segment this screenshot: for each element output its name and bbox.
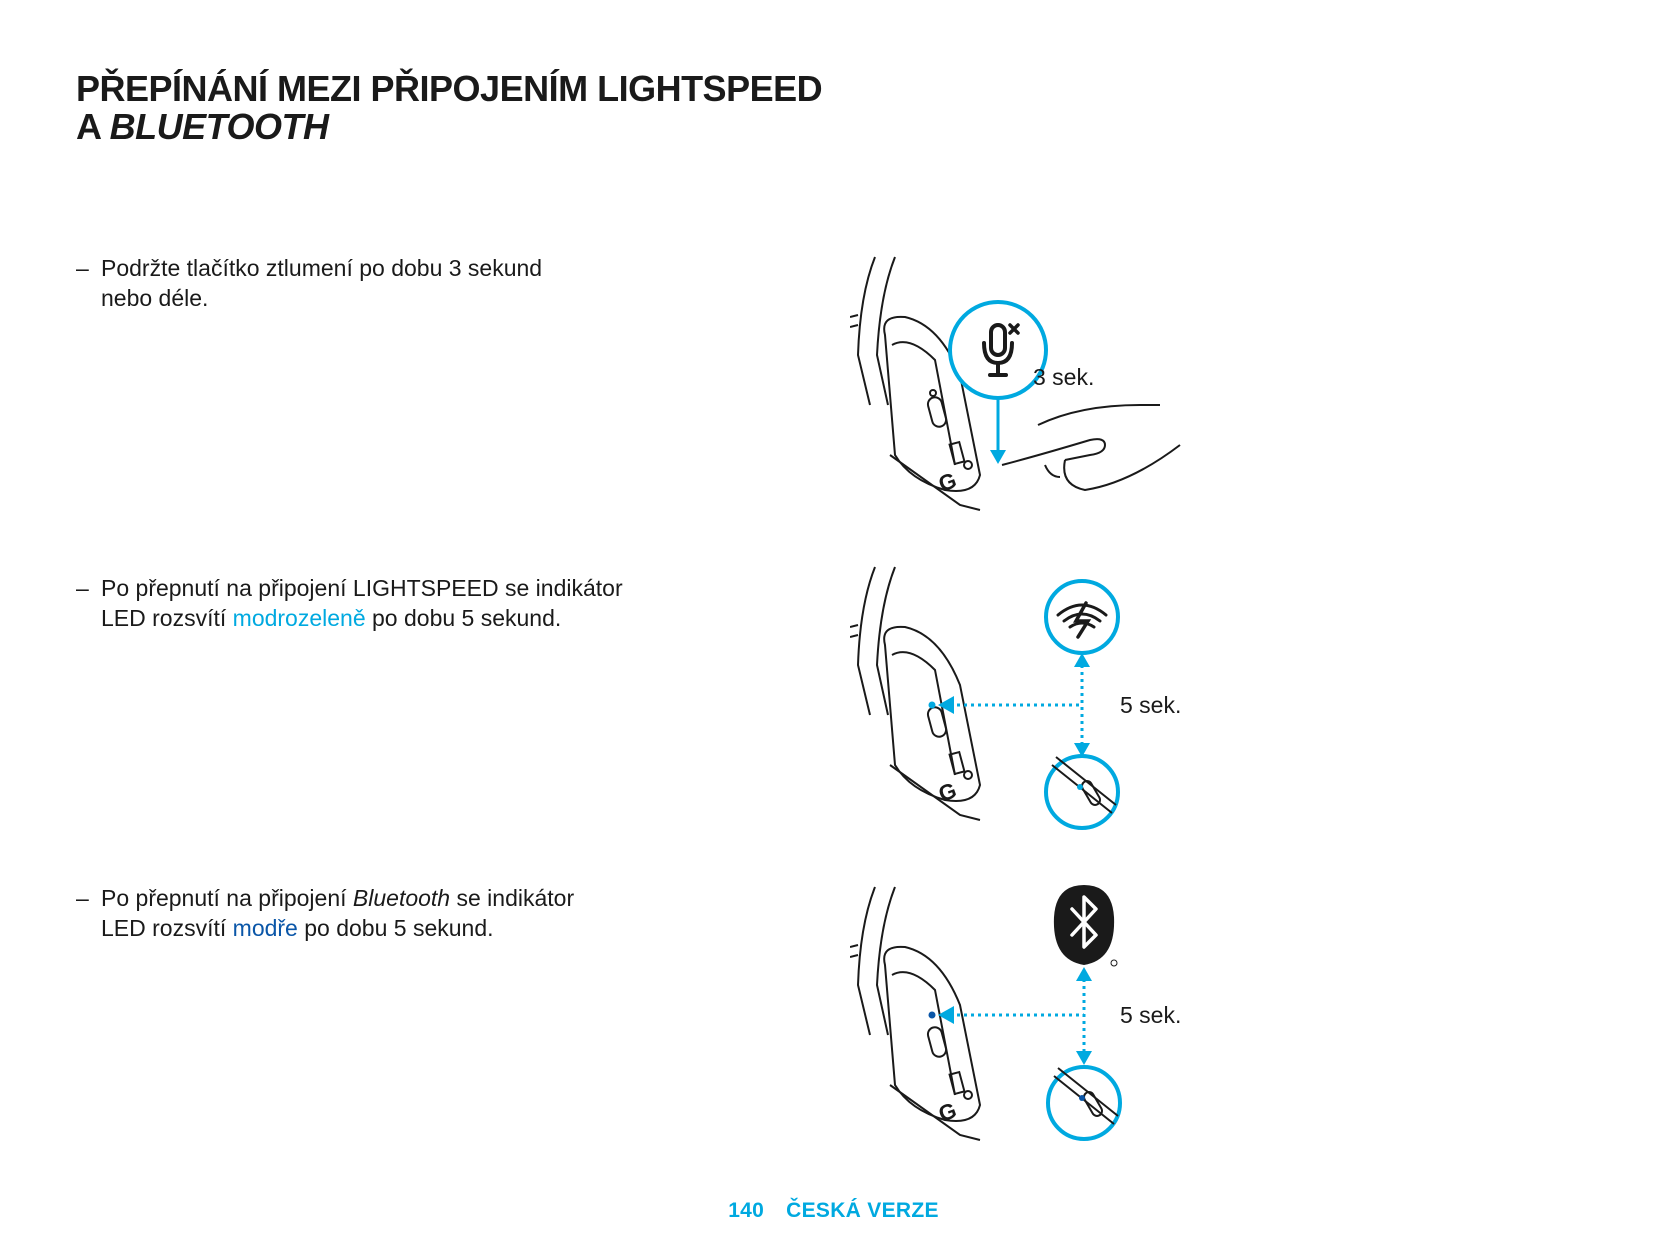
step-2-line-2: LED rozsvítí modrozeleně po dobu 5 sekun… (101, 603, 623, 633)
illustration-lightspeed-led: G 5 sek. (850, 565, 1190, 835)
step-3-color-word: modře (233, 915, 298, 941)
up-arrow-head (1076, 967, 1092, 981)
svg-text:G: G (935, 467, 960, 496)
footer-section: ČESKÁ VERZE (786, 1199, 939, 1222)
step-3-line-1-before: Po přepnutí na připojení (101, 885, 353, 911)
step-1-duration-label: 3 sek. (1033, 364, 1094, 390)
mute-arrow-head (990, 450, 1006, 464)
illustration-mute-hold: G 3 sek. (850, 255, 1190, 525)
page-title: PŘEPÍNÁNÍ MEZI PŘIPOJENÍM LIGHTSPEED A B… (76, 70, 822, 146)
step-1-dash: – (76, 253, 89, 283)
g-logo-icon: G (935, 467, 960, 496)
g-logo-icon: G (935, 1097, 960, 1126)
title-line-2-prefix: A (76, 106, 110, 147)
led-zoom-callout-circle (1048, 1067, 1120, 1139)
led-zoom-dot (1079, 1095, 1085, 1101)
step-2-line-2-before: LED rozsvítí (101, 605, 233, 631)
title-line-2-italic: BLUETOOTH (110, 106, 329, 147)
step-3-duration-label: 5 sek. (1120, 1002, 1181, 1028)
headset-1 (850, 257, 980, 510)
mute-callout-circle (950, 302, 1046, 398)
led-zoom-dot (1077, 784, 1083, 790)
step-1: – Podržte tlačítko ztlumení po dobu 3 se… (76, 253, 542, 313)
up-arrow-head (1074, 653, 1090, 667)
step-2-duration-label: 5 sek. (1120, 692, 1181, 718)
illustration-bluetooth-led: G 5 sek. (850, 875, 1190, 1155)
led-indicator-blue (929, 1012, 936, 1019)
headset-2 (850, 567, 980, 820)
page-footer: 140 ČESKÁ VERZE (0, 1199, 1667, 1223)
step-2: – Po přepnutí na připojení LIGHTSPEED se… (76, 573, 623, 633)
title-line-1: PŘEPÍNÁNÍ MEZI PŘIPOJENÍM LIGHTSPEED (76, 68, 822, 109)
step-3-line-1-after: se indikátor (450, 885, 574, 911)
hand-icon (1002, 405, 1180, 490)
step-2-line-2-after: po dobu 5 sekund. (366, 605, 562, 631)
led-zoom-callout-circle (1046, 756, 1118, 828)
step-2-dash: – (76, 573, 89, 603)
down-arrow-head (1076, 1051, 1092, 1065)
lightspeed-callout-circle (1046, 581, 1118, 653)
step-2-line-1: Po přepnutí na připojení LIGHTSPEED se i… (101, 573, 623, 603)
step-3: – Po přepnutí na připojení Bluetooth se … (76, 883, 574, 943)
step-3-dash: – (76, 883, 89, 913)
step-1-line-2: nebo déle. (101, 283, 542, 313)
step-1-line-1: Podržte tlačítko ztlumení po dobu 3 seku… (101, 253, 542, 283)
step-3-line-1: Po přepnutí na připojení Bluetooth se in… (101, 883, 574, 913)
g-logo-icon: G (935, 777, 960, 806)
step-3-line-1-italic: Bluetooth (353, 885, 450, 911)
led-indicator-teal (929, 702, 936, 709)
step-2-color-word: modrozeleně (233, 605, 366, 631)
bluetooth-icon (1054, 885, 1117, 966)
step-3-line-2-after: po dobu 5 sekund. (298, 915, 494, 941)
step-3-line-2: LED rozsvítí modře po dobu 5 sekund. (101, 913, 574, 943)
step-3-line-2-before: LED rozsvítí (101, 915, 233, 941)
page-number: 140 (728, 1199, 764, 1222)
headset-3 (850, 887, 980, 1140)
